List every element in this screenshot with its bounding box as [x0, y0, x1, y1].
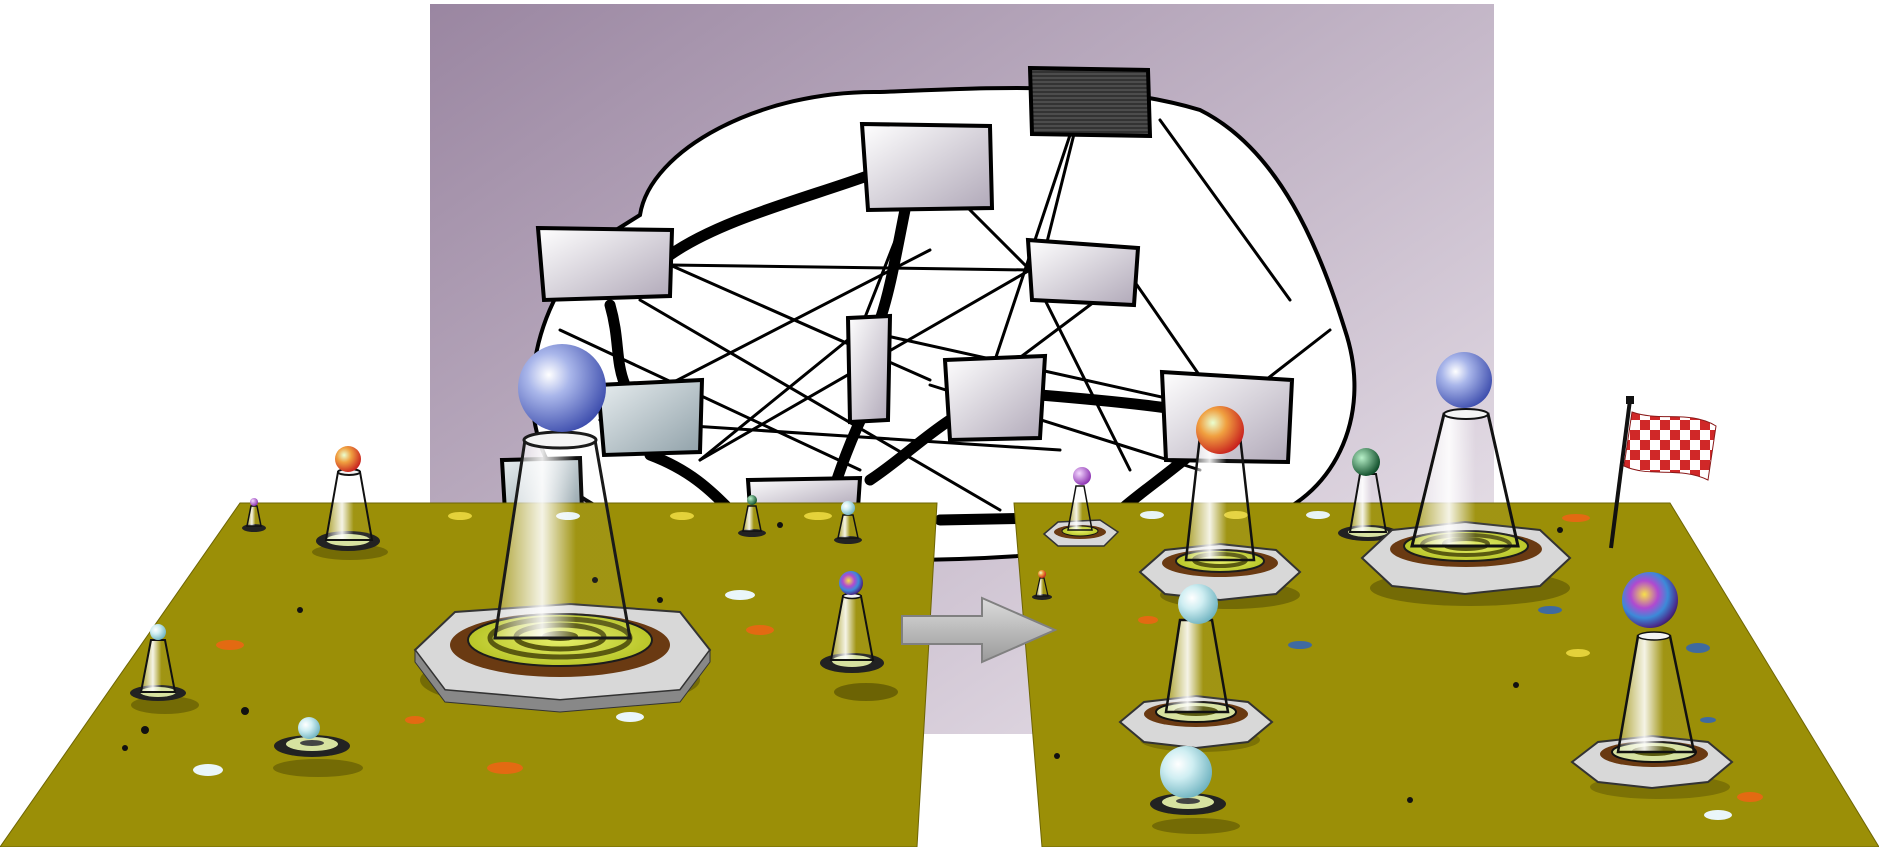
- glass-sphere-icon: [1436, 352, 1492, 408]
- glass-sphere-icon: [1160, 746, 1212, 798]
- glass-sphere-icon: [150, 624, 166, 640]
- glass-sphere-icon: [1352, 448, 1380, 476]
- network-node-dark: [1030, 68, 1150, 136]
- network-node: [598, 380, 702, 455]
- glass-sphere-icon: [250, 498, 258, 506]
- network-node: [862, 124, 992, 210]
- network-node: [1028, 240, 1138, 305]
- network-node: [945, 356, 1045, 440]
- network-node: [848, 316, 890, 422]
- glass-sphere-icon: [1196, 406, 1244, 454]
- glass-sphere-icon: [839, 571, 863, 595]
- glass-sphere-icon: [1038, 570, 1046, 578]
- glass-sphere-icon: [298, 717, 320, 739]
- glass-sphere-icon: [747, 495, 757, 505]
- glass-sphere-icon: [1622, 572, 1678, 628]
- glass-sphere-icon: [1073, 467, 1091, 485]
- glass-sphere-icon: [518, 344, 606, 432]
- glass-sphere-icon: [841, 501, 855, 515]
- network-node: [538, 228, 672, 300]
- glass-sphere-icon: [335, 446, 361, 472]
- glass-sphere-icon: [1178, 584, 1218, 624]
